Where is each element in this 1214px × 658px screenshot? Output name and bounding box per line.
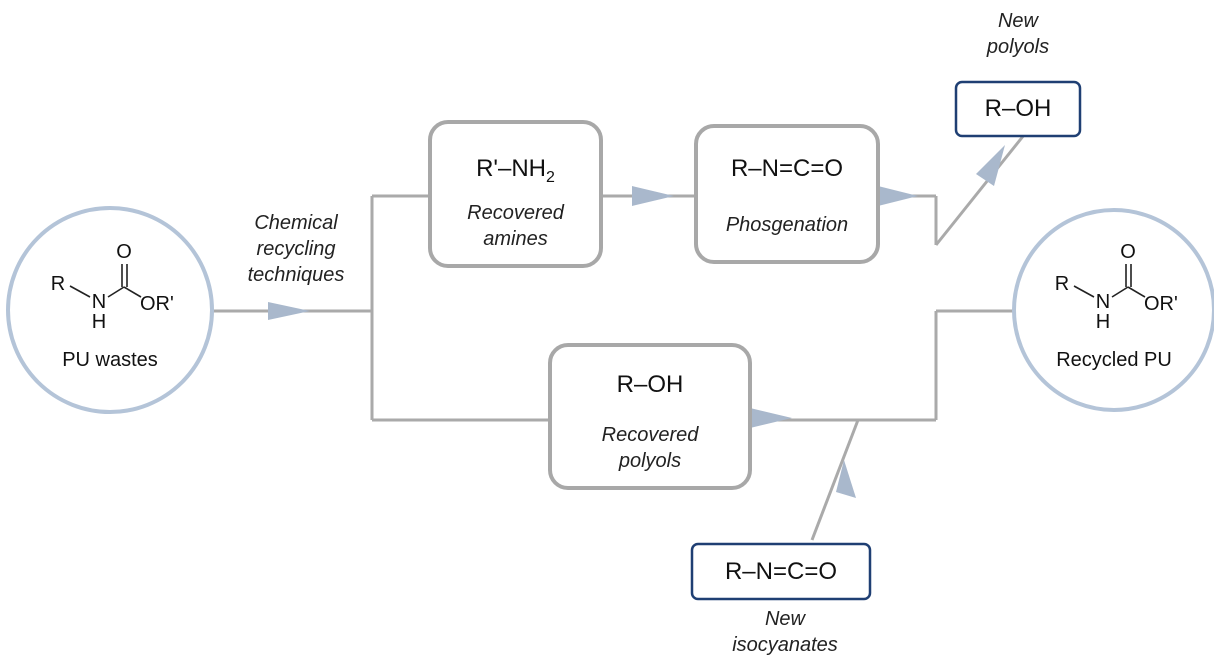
struct-h-left: H	[91, 311, 107, 333]
arrow-right-icon	[878, 186, 918, 206]
arrow-right-icon	[750, 408, 792, 428]
arrow-down-left-icon	[976, 145, 1005, 186]
struct-n-right: N	[1095, 291, 1111, 313]
process-label: Chemical recycling techniques	[226, 210, 366, 288]
struct-o-left: O	[116, 241, 132, 263]
amines-formula-main: R'–NH	[476, 155, 547, 182]
amines-formula-subscript: 2	[546, 168, 555, 186]
struct-o-right: O	[1120, 241, 1136, 263]
recovered-polyols-caption-line-2: polyols	[618, 450, 682, 472]
recycled-pu-label: Recycled PU	[1056, 349, 1172, 371]
amines-caption: Recovered amines	[430, 200, 601, 252]
arrow-right-icon	[268, 302, 310, 320]
recovered-polyols-formula: R–OH	[616, 371, 684, 398]
pu-wastes-node	[6, 206, 214, 414]
struct-r-left: R	[50, 273, 66, 295]
arrow-right-icon	[632, 186, 674, 206]
recovered-polyols-caption-line-1: Recovered	[601, 424, 699, 446]
recovered-polyols-caption: Recovered polyols	[550, 422, 750, 474]
connector-new-polyols-feed	[934, 134, 1026, 246]
phosgenation-box	[694, 124, 880, 264]
new-isocyanates-caption-line-1: New	[764, 608, 805, 630]
carbamate-structure-left	[69, 264, 142, 298]
phosgenation-formula: R–N=C=O	[730, 155, 844, 182]
struct-h-right: H	[1095, 311, 1111, 333]
carbamate-structure-right	[1073, 264, 1146, 298]
new-polyols-caption: New polyols	[948, 8, 1088, 60]
struct-or-right: OR'	[1144, 293, 1178, 315]
new-polyols-box	[954, 80, 1082, 138]
recovered-polyols-box	[548, 343, 752, 490]
process-label-line-2: recycling	[256, 238, 336, 260]
struct-or-left: OR'	[140, 293, 174, 315]
connector-new-isocyanates-feed	[810, 419, 860, 541]
new-isocyanates-caption-line-2: isocyanates	[732, 634, 838, 656]
arrow-up-icon	[836, 460, 856, 498]
flow-arrows	[268, 145, 1005, 498]
new-isocyanates-box	[690, 542, 872, 601]
process-label-line-1: Chemical	[254, 212, 338, 234]
new-isocyanates-caption: New isocyanates	[700, 606, 870, 658]
recovered-amines-box	[428, 120, 603, 268]
pu-wastes-label: PU wastes	[62, 349, 158, 371]
new-isocyanates-formula: R–N=C=O	[724, 558, 838, 585]
amines-formula: R'–NH2	[430, 154, 601, 193]
new-polyols-caption-line-2: polyols	[986, 36, 1050, 58]
new-polyols-caption-line-1: New	[997, 10, 1038, 32]
new-polyols-formula: R–OH	[984, 95, 1052, 122]
connectors	[213, 134, 1026, 541]
amines-caption-line-2: amines	[483, 228, 548, 250]
amines-caption-line-1: Recovered	[467, 202, 564, 224]
recycled-pu-node	[1012, 208, 1214, 412]
process-label-line-3: techniques	[247, 264, 345, 286]
struct-n-left: N	[91, 291, 107, 313]
phosgenation-caption: Phosgenation	[725, 214, 849, 236]
struct-r-right: R	[1054, 273, 1070, 295]
